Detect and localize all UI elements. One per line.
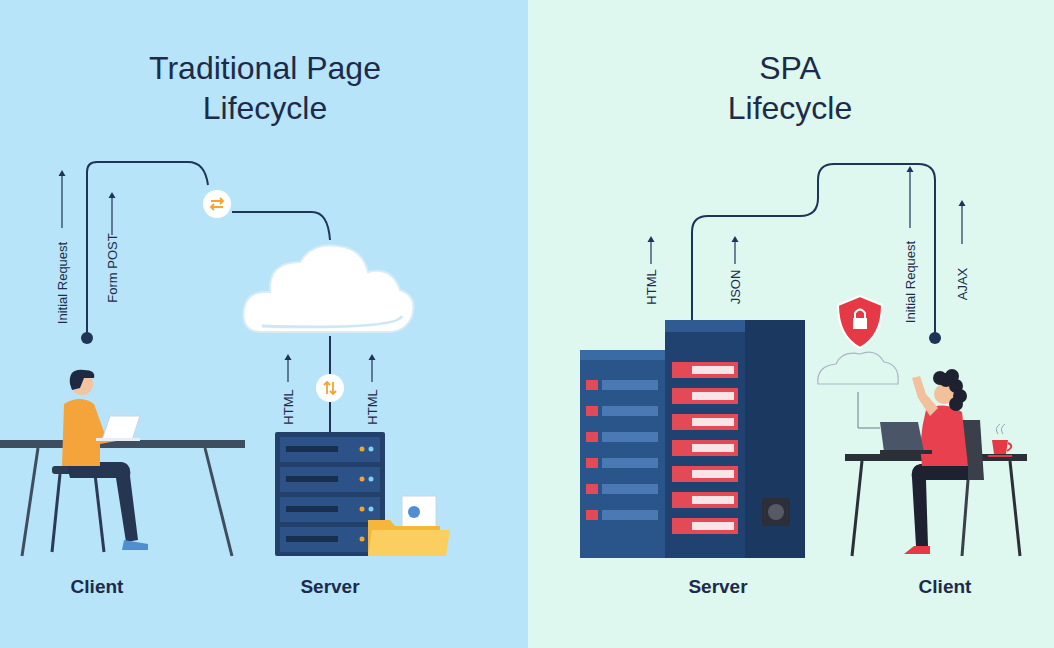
- direction-arrow: [959, 200, 966, 244]
- flow-label: Initial Request: [903, 241, 918, 323]
- client-person: [845, 369, 1027, 556]
- role-label: Client: [71, 576, 124, 598]
- role-label: Server: [688, 576, 747, 598]
- client-person: [0, 370, 245, 556]
- direction-arrow: [907, 166, 914, 228]
- flow-label: Form POST: [105, 233, 120, 302]
- security-shield: [818, 296, 898, 384]
- flow-label: HTML: [365, 389, 380, 424]
- cloud: [243, 245, 413, 332]
- flow-label: Initial Request: [55, 242, 70, 324]
- role-label: Server: [300, 576, 359, 598]
- panel-heading: Traditional Page Lifecycle: [115, 48, 415, 128]
- wire: [87, 162, 935, 432]
- role-label: Client: [919, 576, 972, 598]
- direction-arrow: [285, 354, 292, 382]
- exchange-icon: [316, 374, 344, 402]
- panel-heading: SPA Lifecycle: [705, 48, 875, 128]
- flow-label: JSON: [728, 270, 743, 305]
- direction-arrow: [109, 192, 116, 235]
- direction-arrow: [648, 236, 655, 264]
- flow-label: HTML: [281, 389, 296, 424]
- direction-arrow: [732, 236, 739, 264]
- direction-arrow: [59, 170, 66, 228]
- flow-label: HTML: [644, 269, 659, 304]
- flow-label: AJAX: [955, 268, 970, 301]
- exchange-icon: [203, 190, 231, 218]
- server-tower: [580, 320, 805, 558]
- folders: [368, 496, 450, 556]
- direction-arrow: [369, 354, 376, 382]
